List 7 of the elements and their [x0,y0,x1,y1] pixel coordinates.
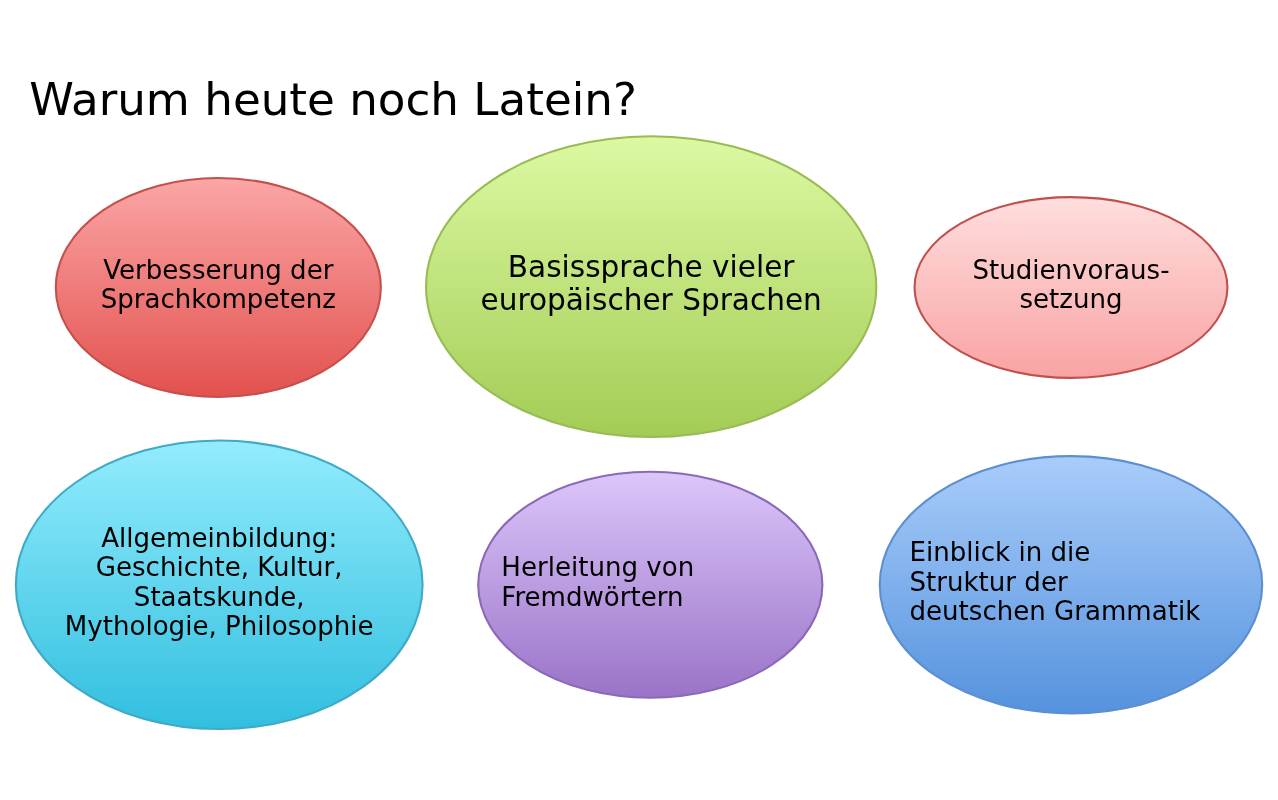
node-ellipse: Verbesserung der Sprachkompetenz [54,176,382,398]
node-ellipse: Allgemeinbildung: Geschichte, Kultur, Staatskunde, Mythologie, Philosophie [14,438,424,730]
node-ellipse: Herleitung von Fremdwörtern [477,470,824,699]
node-ellipse: Studienvoraus- setzung [913,195,1229,379]
node-ellipse: Einblick in die Struktur der deutschen Grammatik [878,454,1264,714]
diagram-title: Warum heute noch Latein? [29,72,637,126]
node-ellipse: Basissprache vieler europäischer Sprachen [425,134,878,438]
